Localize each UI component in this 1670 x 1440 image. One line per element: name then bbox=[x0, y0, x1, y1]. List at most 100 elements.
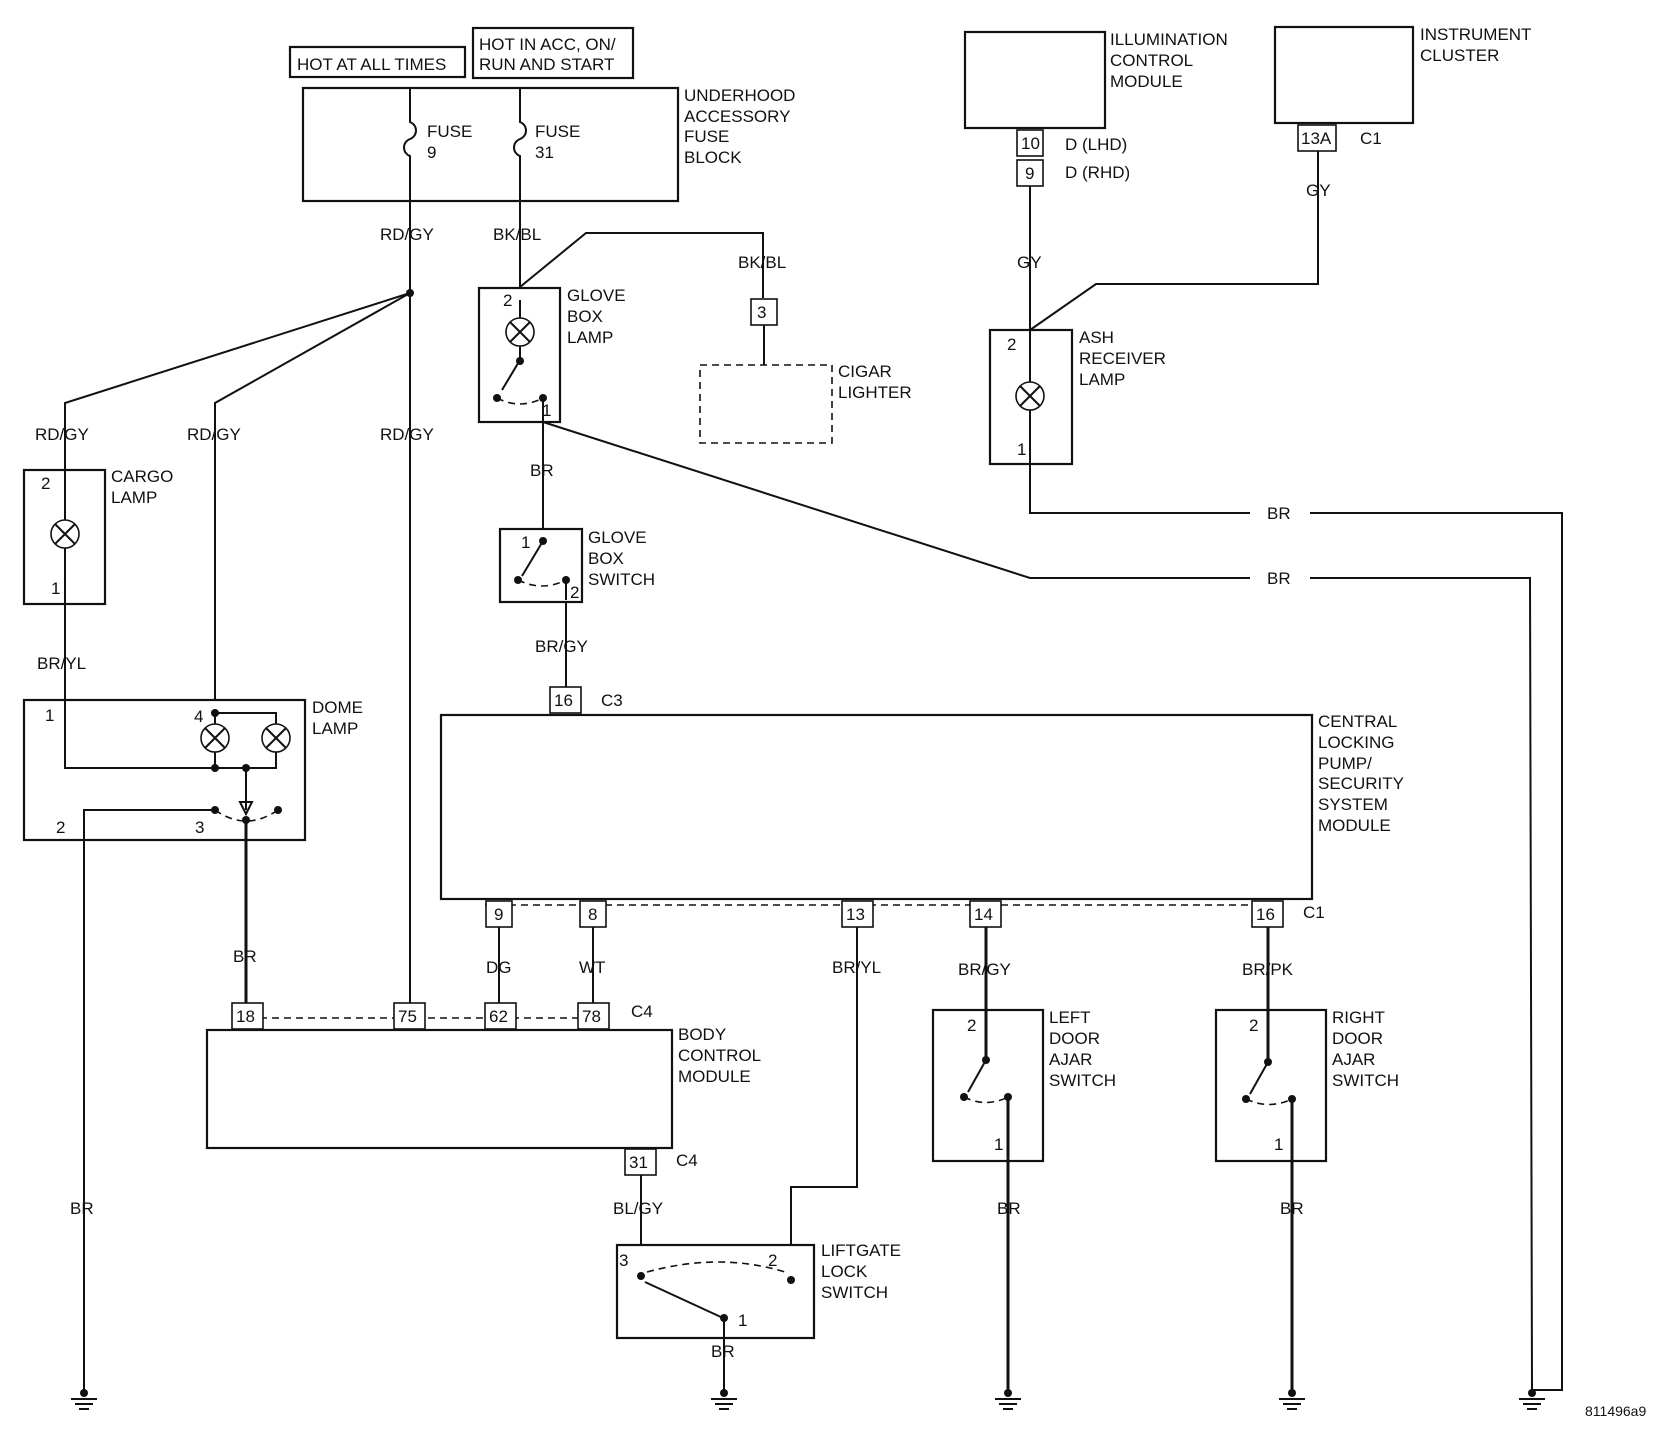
rdoor-label-2: DOOR bbox=[1332, 1029, 1383, 1048]
ldoor-pin-2: 2 bbox=[967, 1016, 976, 1035]
wire-br-glove-ground-2 bbox=[1310, 577, 1533, 1391]
ash-label-1: ASH bbox=[1079, 328, 1114, 347]
ldoor-label-2: DOOR bbox=[1049, 1029, 1100, 1048]
wire-label-rd-gy-bcm: RD/GY bbox=[380, 425, 434, 444]
bcm-pin-75: 75 bbox=[398, 1007, 417, 1026]
glove-switch-label-1: GLOVE bbox=[588, 528, 647, 547]
lift-pin-1: 1 bbox=[738, 1311, 747, 1330]
wire-label-br-gy-14: BR/GY bbox=[958, 960, 1011, 979]
glove-switch-pin-2: 2 bbox=[570, 583, 579, 602]
glove-box-lamp: 2 1 bbox=[477, 286, 562, 424]
dome-label-1: DOME bbox=[312, 698, 363, 717]
cargo-pin-1: 1 bbox=[51, 579, 60, 598]
glove-switch-label-2: BOX bbox=[588, 549, 624, 568]
fuse-9-label: FUSE bbox=[427, 122, 472, 141]
ash-pin-1: 1 bbox=[1017, 440, 1026, 459]
lift-pin-2: 2 bbox=[768, 1251, 777, 1270]
icm-label-3: MODULE bbox=[1110, 72, 1183, 91]
central-locking-pump-module: 16 C3 9 8 13 14 16 C1 bbox=[439, 686, 1325, 928]
ground-icon bbox=[711, 1389, 737, 1410]
wire-label-gy-icm: GY bbox=[1017, 253, 1042, 272]
ldoor-label-3: AJAR bbox=[1049, 1050, 1092, 1069]
bcm-label-3: MODULE bbox=[678, 1067, 751, 1086]
wire-br-ash bbox=[1029, 464, 1250, 514]
ldoor-pin-1: 1 bbox=[994, 1135, 1003, 1154]
right-door-ajar-switch: 2 1 bbox=[1214, 1008, 1328, 1163]
fuse-31-number: 31 bbox=[535, 143, 554, 162]
dome-pin-4: 4 bbox=[194, 707, 203, 726]
ash-receiver-lamp: 2 1 bbox=[988, 328, 1074, 466]
glove-switch-label-3: SWITCH bbox=[588, 570, 655, 589]
ic-connector-c1: C1 bbox=[1360, 129, 1382, 148]
clp-label-1: CENTRAL bbox=[1318, 712, 1397, 731]
wire-label-wt: WT bbox=[579, 958, 605, 977]
clp-pin-16-c3: 16 bbox=[554, 691, 573, 710]
cigar-label-2: LIGHTER bbox=[838, 383, 912, 402]
clp-label-5: SYSTEM bbox=[1318, 795, 1388, 814]
wire-label-rd-gy-fuse: RD/GY bbox=[380, 225, 434, 244]
clp-connector-c3: C3 bbox=[601, 691, 623, 710]
icm-pin-10: 10 bbox=[1021, 134, 1040, 153]
ic-label-2: CLUSTER bbox=[1420, 46, 1499, 65]
ash-label-3: LAMP bbox=[1079, 370, 1125, 389]
wire-label-bk-bl-fuse: BK/BL bbox=[493, 225, 541, 244]
instrument-cluster: 13A C1 bbox=[1273, 25, 1415, 152]
fuse-block-label-3: FUSE bbox=[684, 127, 729, 146]
glove-lamp-pin-1: 1 bbox=[542, 401, 551, 420]
power-label-hot-all-times: HOT AT ALL TIMES bbox=[288, 45, 467, 79]
rdoor-label-4: SWITCH bbox=[1332, 1071, 1399, 1090]
bcm-label-2: CONTROL bbox=[678, 1046, 761, 1065]
fuse-31-label: FUSE bbox=[535, 122, 580, 141]
wire-label-br-yl-cargo: BR/YL bbox=[37, 654, 86, 673]
dome-lamp: 1 4 2 3 bbox=[22, 698, 307, 842]
bcm-connector-c4-bottom: C4 bbox=[676, 1151, 698, 1170]
fuse-9-symbol bbox=[403, 88, 417, 201]
lift-label-3: SWITCH bbox=[821, 1283, 888, 1302]
cargo-label-1: CARGO bbox=[111, 467, 173, 486]
body-control-module: 18 75 62 78 C4 31 C4 bbox=[205, 1002, 698, 1176]
bcm-pin-31: 31 bbox=[629, 1153, 648, 1172]
hot-all-times-label: HOT AT ALL TIMES bbox=[297, 55, 446, 74]
lift-label-2: LOCK bbox=[821, 1262, 868, 1281]
ground-icon bbox=[71, 1389, 97, 1410]
icm-rhd-label: D (RHD) bbox=[1065, 163, 1130, 182]
wire-label-br-ash: BR bbox=[1267, 504, 1291, 523]
clp-pin-14: 14 bbox=[974, 905, 993, 924]
glove-lamp-label-1: GLOVE bbox=[567, 286, 626, 305]
wire-label-br-rdoor: BR bbox=[1280, 1199, 1304, 1218]
figure-id: 811496a9 bbox=[1585, 1403, 1646, 1419]
clp-label-6: MODULE bbox=[1318, 816, 1391, 835]
bcm-pin-78: 78 bbox=[582, 1007, 601, 1026]
glove-switch-pin-1: 1 bbox=[521, 533, 530, 552]
wire-label-br-ldoor: BR bbox=[997, 1199, 1021, 1218]
ground-icon bbox=[1519, 1389, 1545, 1410]
clp-pin-9: 9 bbox=[494, 905, 503, 924]
wire-label-bl-gy: BL/GY bbox=[613, 1199, 663, 1218]
glove-lamp-pin-2: 2 bbox=[503, 291, 512, 310]
rdoor-label-1: RIGHT bbox=[1332, 1008, 1385, 1027]
cigar-pin-3: 3 bbox=[757, 303, 766, 322]
wire-bk-bl bbox=[519, 201, 764, 298]
wire-rd-gy-cargo bbox=[64, 292, 411, 470]
dome-pin-1: 1 bbox=[45, 706, 54, 725]
rdoor-pin-1: 1 bbox=[1274, 1135, 1283, 1154]
wire-label-br-dome: BR bbox=[233, 947, 257, 966]
wire-gy-ic bbox=[1029, 151, 1319, 331]
bcm-pin-18: 18 bbox=[236, 1007, 255, 1026]
rdoor-label-3: AJAR bbox=[1332, 1050, 1375, 1069]
clp-label-4: SECURITY bbox=[1318, 774, 1404, 793]
wire-label-br-gy-glove: BR/GY bbox=[535, 637, 588, 656]
glove-lamp-label-2: BOX bbox=[567, 307, 603, 326]
icm-label-2: CONTROL bbox=[1110, 51, 1193, 70]
bcm-connector-c4-top: C4 bbox=[631, 1002, 653, 1021]
wire-label-br-pk: BR/PK bbox=[1242, 960, 1294, 979]
clp-label-2: LOCKING bbox=[1318, 733, 1395, 752]
wire-label-br-yl-13: BR/YL bbox=[832, 958, 881, 977]
clp-pin-8: 8 bbox=[588, 905, 597, 924]
hot-acc-label-line1: HOT IN ACC, ON/ bbox=[479, 35, 616, 54]
ash-label-2: RECEIVER bbox=[1079, 349, 1166, 368]
bcm-label-1: BODY bbox=[678, 1025, 726, 1044]
liftgate-lock-switch: 3 2 1 bbox=[615, 1243, 816, 1340]
wire-br-glove-ground bbox=[542, 421, 1250, 579]
